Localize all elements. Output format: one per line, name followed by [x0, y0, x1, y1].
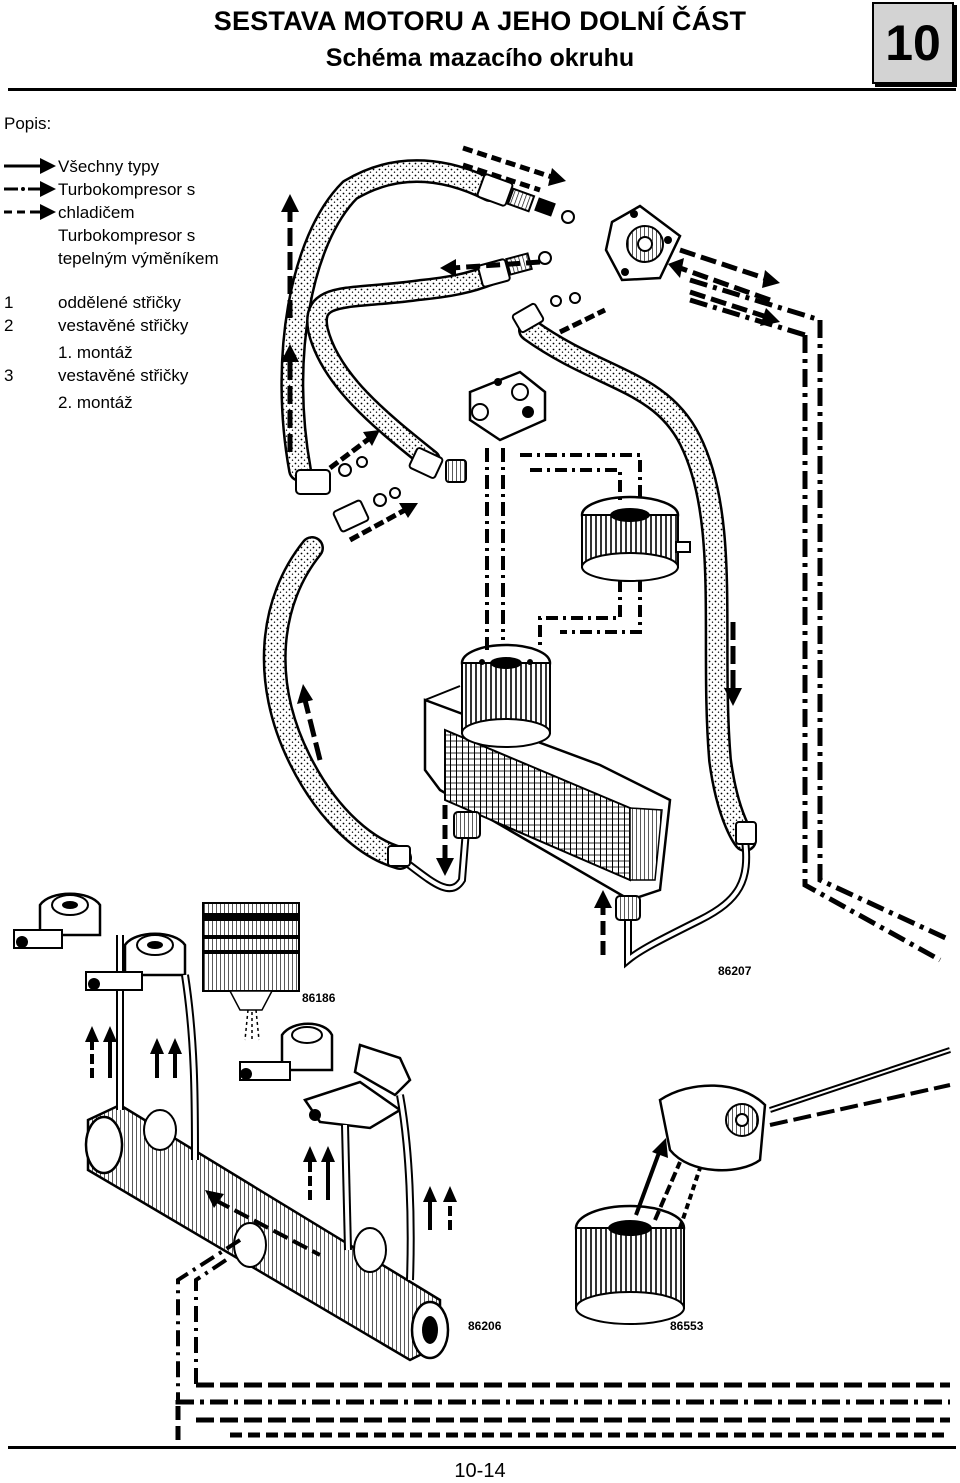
page-number: 10-14: [454, 1460, 506, 1482]
return-lines-bottom: [175, 1382, 950, 1440]
oil-hose-right: [518, 318, 757, 852]
header-rule: [8, 88, 956, 91]
flow-arrows-lower-right: [634, 1047, 951, 1229]
oil-cooler: [423, 685, 672, 902]
page-title: SESTAVA MOTORU A JEHO DOLNÍ ČÁST: [213, 6, 747, 36]
flow-lines-center: [485, 448, 642, 650]
list-item-text: oddělené střičky: [58, 293, 181, 312]
oil-hose-left-inner: [306, 264, 501, 471]
filter-mount-block: [468, 370, 547, 442]
hose-fitting: [477, 251, 552, 288]
chapter-number-badge: 10: [872, 2, 954, 84]
figure-ref-86553: 86553: [670, 1319, 704, 1333]
legend-line-5: tepelným výměníkem: [58, 249, 219, 268]
oil-filter-cartridge: [574, 1204, 686, 1325]
hose-fitting: [476, 173, 575, 224]
oil-hose-lower-left: [262, 536, 412, 870]
oil-gallery-rail: [84, 1103, 450, 1362]
heat-exchanger: [580, 495, 691, 582]
flow-arrows-upper: [281, 145, 780, 955]
legend-line-3: chladičem: [58, 203, 135, 222]
union-nut: [387, 811, 757, 921]
oil-hose-left-outer: [280, 159, 502, 482]
legend-line-1: Všechny typy: [58, 157, 160, 176]
figure-ref-86206: 86206: [468, 1319, 502, 1333]
hose-fitting: [511, 292, 581, 334]
figure-ref-86186: 86186: [302, 991, 336, 1005]
turbo-oil-flange: [604, 204, 682, 282]
page-subtitle: Schéma mazacího okruhu: [325, 44, 635, 72]
piston: [202, 902, 300, 1042]
legend-heading: Popis:: [4, 114, 52, 133]
footer-rule: [8, 1446, 956, 1449]
list-item-text: vestavěné střičky: [58, 316, 189, 335]
piston-cooling-jet: [13, 892, 124, 1110]
list-number: 3: [4, 366, 14, 385]
legend-line-4: Turbokompresor s: [58, 226, 196, 245]
oil-filter-main: [460, 643, 552, 748]
list-item-text: 2. montáž: [58, 393, 133, 412]
legend-line-2: Turbokompresor s: [58, 180, 196, 199]
list-item-text: 1. montáž: [58, 343, 133, 362]
piston-cooling-jet: [239, 1022, 334, 1081]
flow-arrows-lower-left: [85, 1026, 457, 1400]
figure-ref-86207: 86207: [718, 964, 752, 978]
hose-fitting: [295, 447, 467, 495]
hose-fitting: [332, 487, 401, 533]
list-number: 1: [4, 293, 14, 312]
return-line-right: [689, 277, 952, 963]
filter-head: [658, 1084, 767, 1172]
list-item-text: vestavěné střičky: [58, 366, 189, 385]
list-number: 2: [4, 316, 14, 335]
piston-cooling-jet: [85, 932, 199, 1161]
piston-cooling-jet: [303, 1043, 415, 1281]
